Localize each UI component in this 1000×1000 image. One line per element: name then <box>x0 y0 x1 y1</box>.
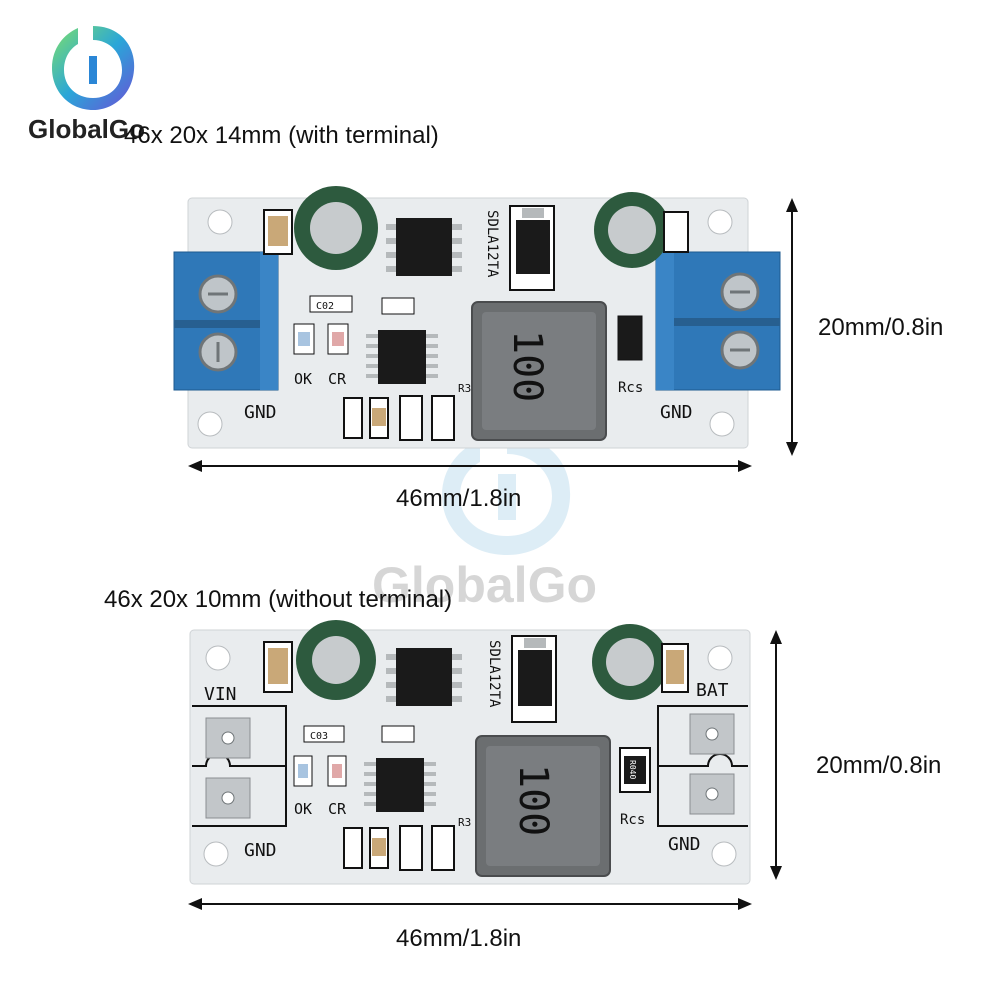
bottom-ic-soic8 <box>386 648 462 706</box>
bottom-height-dimension-arrow <box>770 630 782 880</box>
watermark-text: GlobalGo <box>372 557 597 613</box>
bottom-r040-label: R040 <box>628 760 637 779</box>
bottom-gnd-left-label: GND <box>244 840 277 861</box>
bottom-rcs-label: Rcs <box>620 812 645 828</box>
bottom-c03-label: C03 <box>310 731 328 742</box>
bottom-diode <box>511 635 557 723</box>
top-rcs-label: Rcs <box>618 380 643 396</box>
bottom-chip-label: SDLA12TA <box>486 640 502 708</box>
top-inductor <box>471 301 607 441</box>
bottom-board-caption: 46x 20x 10mm (without terminal) <box>104 586 453 613</box>
brand-logo-text: GlobalGo <box>28 114 145 144</box>
bottom-capacitor-right <box>592 624 668 700</box>
top-inductor-label: 100 <box>504 330 550 402</box>
bottom-height-label: 20mm/0.8in <box>816 752 942 779</box>
top-ic-msop10 <box>366 297 438 384</box>
bottom-inductor <box>475 735 611 877</box>
top-ic-soic8 <box>386 218 462 276</box>
top-width-dimension-arrow <box>188 460 752 472</box>
left-terminal-block <box>173 251 279 391</box>
top-capacitor-right <box>594 192 670 268</box>
bottom-inductor-label: 100 <box>510 764 556 836</box>
bottom-r3-label: R3 <box>458 816 471 829</box>
top-capacitor-left <box>294 186 378 270</box>
bottom-right-terminal-pads <box>657 705 748 827</box>
top-diode <box>509 205 555 291</box>
top-gnd-left-label: GND <box>244 402 277 423</box>
top-ok-label: OK <box>294 370 312 388</box>
top-gnd-right-label: GND <box>660 402 693 423</box>
top-chip-label: SDLA12TA <box>484 210 500 278</box>
bottom-width-label: 46mm/1.8in <box>396 925 522 952</box>
top-r3-label: R3 <box>458 382 471 395</box>
bottom-left-terminal-pads <box>192 705 287 827</box>
bottom-vin-label: VIN <box>204 684 237 705</box>
bottom-width-dimension-arrow <box>188 898 752 910</box>
top-width-label: 46mm/1.8in <box>396 485 522 512</box>
bottom-ok-label: OK <box>294 800 312 818</box>
bottom-gnd-right-label: GND <box>668 834 701 855</box>
bottom-ic-msop10 <box>364 725 436 812</box>
globalgo-logo-icon <box>52 26 135 110</box>
bottom-bat-label: BAT <box>696 680 729 701</box>
top-height-dimension-arrow <box>786 198 798 456</box>
top-c02-label: C02 <box>316 301 334 312</box>
bottom-pcb-board: VIN BAT SDLA12TA C03 OK CR <box>189 620 751 885</box>
top-height-label: 20mm/0.8in <box>818 314 944 341</box>
top-board-caption: 46x 20x 14mm (with terminal) <box>124 122 439 149</box>
right-terminal-block <box>655 251 781 391</box>
top-pcb-board: SDLA12TA C02 OK CR R3 100 Rcs GND GND <box>173 186 781 449</box>
bottom-cr-label: CR <box>328 800 347 818</box>
bottom-capacitor-left <box>296 620 376 700</box>
top-cr-label: CR <box>328 370 347 388</box>
